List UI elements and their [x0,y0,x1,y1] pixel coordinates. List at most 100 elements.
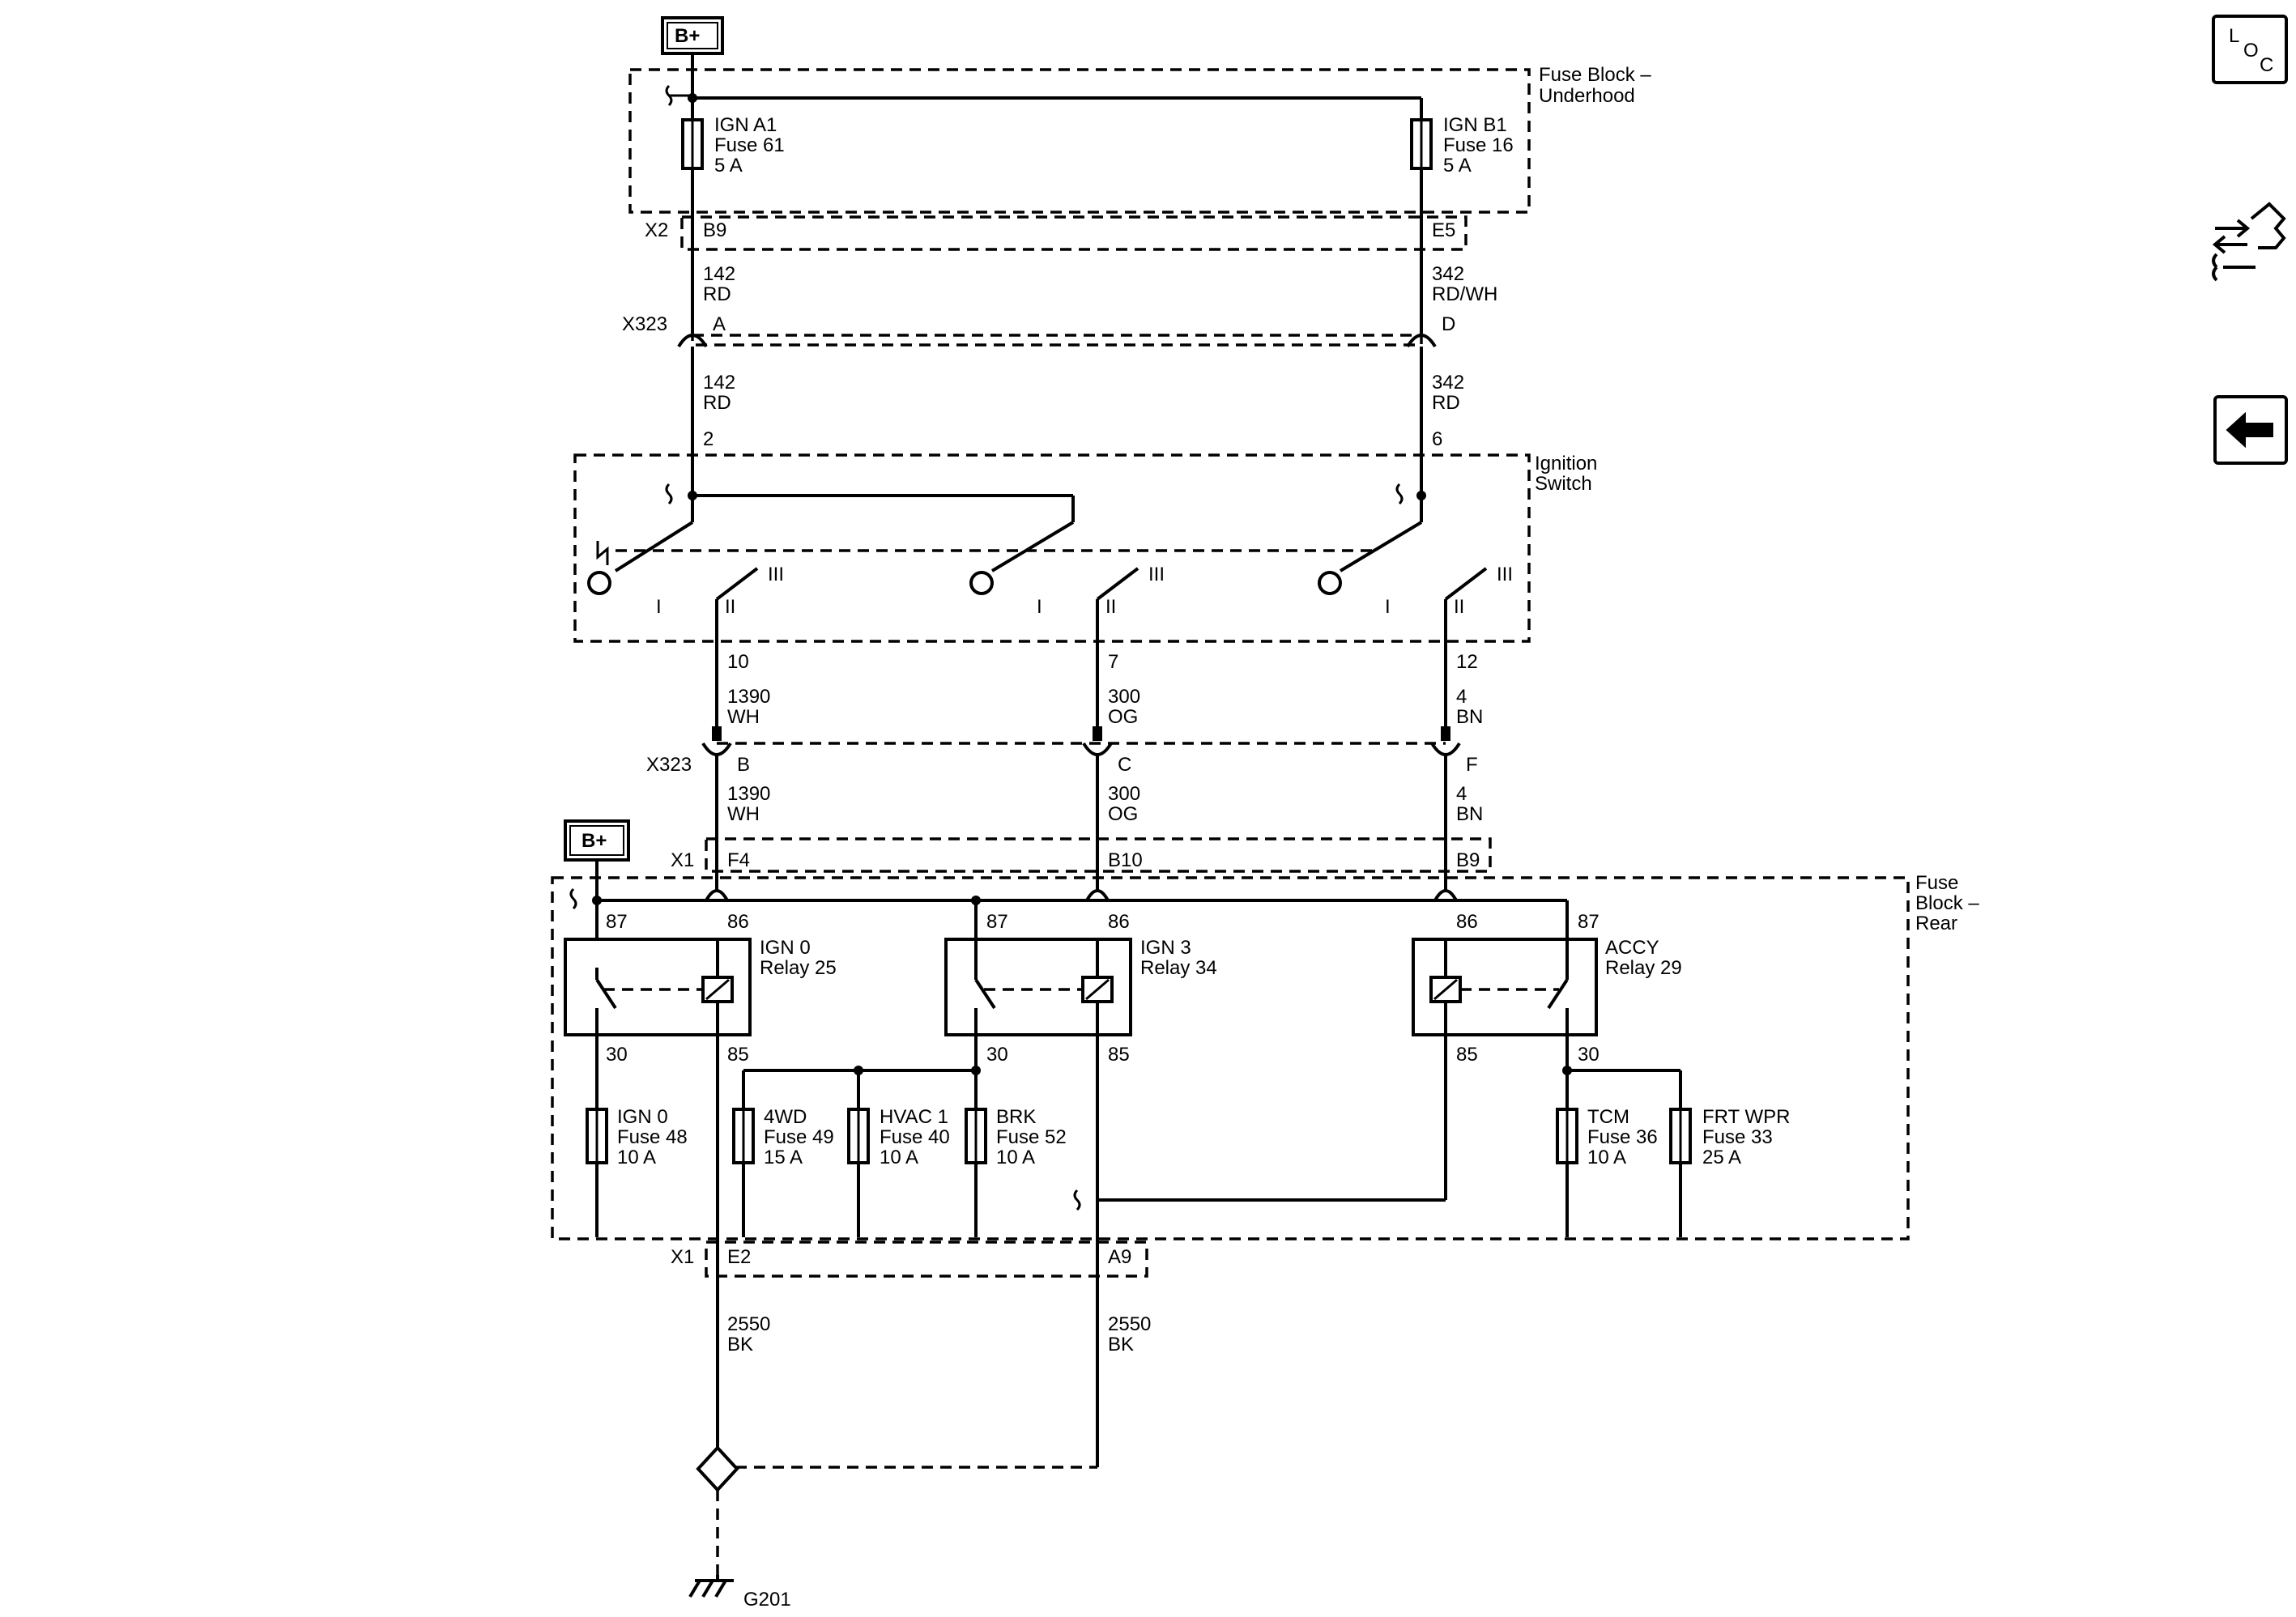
svg-text:III: III [768,564,784,585]
ground-label: G201 [743,1589,791,1611]
pin-e2: E2 [727,1246,751,1268]
svg-text:TCM: TCM [1587,1106,1629,1128]
pin-a9: A9 [1108,1246,1131,1268]
svg-text:10: 10 [727,651,749,673]
wire-circuit: 342 [1432,372,1464,394]
fuse-label-line2: Fuse 16 [1443,134,1514,156]
svg-text:2550: 2550 [1108,1313,1151,1335]
svg-text:2550: 2550 [727,1313,770,1335]
svg-text:10 A: 10 A [880,1147,918,1168]
svg-text:30: 30 [986,1044,1008,1066]
switch-output-labels: 10 1390 WH 7 300 OG 12 4 BN [727,651,1483,728]
svg-text:Fuse 49: Fuse 49 [764,1126,834,1148]
pin-b10: B10 [1108,849,1143,871]
fuse-block-underhood [628,68,1531,214]
svg-text:86: 86 [727,911,749,933]
fuse-label-line3: 5 A [1443,155,1472,177]
svg-text:BRK: BRK [996,1106,1036,1128]
svg-text:III: III [1497,564,1513,585]
fuse-label-line3: 5 A [714,155,743,177]
fuse-block-rear-title-3: Rear [1915,913,1957,934]
loc-l: L [2229,25,2239,47]
svg-text:III: III [1148,564,1165,585]
svg-text:30: 30 [606,1044,628,1066]
svg-text:I: I [1385,596,1391,618]
connector-x2 [680,215,1467,251]
svg-text:87: 87 [986,911,1008,933]
relay-label-line1: ACCY [1605,937,1659,959]
switch-position-labels: I II III I II III I II III [656,564,1513,618]
component-view-button[interactable] [2212,202,2286,282]
svg-text:I: I [656,596,662,618]
svg-text:86: 86 [1108,911,1130,933]
svg-text:15 A: 15 A [764,1147,803,1168]
connector-x323-label: X323 [622,313,667,335]
locator-button[interactable]: L O C [2212,15,2288,84]
back-arrow-icon [2226,411,2273,449]
connector-wrench-icon [2212,202,2286,282]
loc-o: O [2243,40,2259,62]
svg-text:WH: WH [727,803,760,825]
svg-text:85: 85 [727,1044,749,1066]
svg-text:FRT WPR: FRT WPR [1702,1106,1790,1128]
relay-ign-0: IGN 0 Relay 25 87 86 30 85 [564,911,837,1066]
rear-fuse-labels: IGN 0 Fuse 48 10 A 4WD Fuse 49 15 A HVAC… [617,1106,1790,1168]
svg-text:87: 87 [1578,911,1600,933]
svg-text:II: II [1105,596,1116,618]
svg-text:HVAC 1: HVAC 1 [880,1106,948,1128]
wire-color: RD [1432,392,1460,414]
svg-text:300: 300 [1108,686,1140,708]
svg-text:Fuse 33: Fuse 33 [1702,1126,1773,1148]
relay-label-line1: IGN 0 [760,937,811,959]
svg-text:BK: BK [1108,1334,1134,1355]
svg-text:4WD: 4WD [764,1106,807,1128]
svg-text:Fuse 36: Fuse 36 [1587,1126,1658,1148]
svg-text:12: 12 [1456,651,1478,673]
svg-text:4: 4 [1456,686,1467,708]
fuse-block-underhood-title: Fuse Block – [1539,64,1651,86]
svg-text:10 A: 10 A [1587,1147,1626,1168]
relay-label-line2: Relay 25 [760,957,837,979]
wire-color: RD/WH [1432,283,1497,305]
relay-label-line1: IGN 3 [1140,937,1191,959]
back-arrow-button[interactable] [2213,395,2288,465]
svg-text:Fuse 52: Fuse 52 [996,1126,1067,1148]
ground-wire-labels: 2550 BK 2550 BK [727,1313,1151,1355]
connector-x323-mid-label: X323 [646,754,692,776]
connector-x1-top [705,837,1492,873]
ground-splice [696,1445,739,1492]
pin-b9: B9 [703,219,726,241]
svg-text:1390: 1390 [727,783,770,805]
fuse-ign-b1: IGN B1 Fuse 16 5 A [1410,114,1514,177]
switch-pin: 6 [1432,428,1442,450]
wire-circuit: 142 [703,263,735,285]
rear-fuses [586,1108,1692,1164]
switch-pin: 2 [703,428,714,450]
pin-a: A [713,313,726,335]
svg-text:85: 85 [1456,1044,1478,1066]
pin-c: C [1118,754,1131,776]
fuse-label-line1: IGN A1 [714,114,777,136]
svg-text:II: II [1454,596,1464,618]
svg-text:BN: BN [1456,803,1483,825]
fuse-block-rear [551,876,1910,1240]
svg-text:Fuse 40: Fuse 40 [880,1126,950,1148]
x323-mid-wire-labels: 1390 WH 300 OG 4 BN [727,783,1483,825]
battery-supply-rear: B+ [564,819,630,862]
svg-text:86: 86 [1456,911,1478,933]
wire-color: RD [703,392,731,414]
ignition-switch-title: Ignition [1535,453,1597,474]
svg-text:7: 7 [1108,651,1118,673]
battery-supply-label: B+ [675,25,700,47]
wire-circuit: 142 [703,372,735,394]
fuse-block-rear-title: Fuse [1915,872,1958,894]
svg-text:87: 87 [606,911,628,933]
svg-text:10 A: 10 A [617,1147,656,1168]
connector-x2-label: X2 [645,219,668,241]
battery-supply-top: B+ [661,16,724,55]
svg-text:25 A: 25 A [1702,1147,1741,1168]
fuse-block-underhood-title-2: Underhood [1539,85,1635,107]
battery-supply-rear-label: B+ [581,830,607,852]
svg-text:BN: BN [1456,706,1483,728]
